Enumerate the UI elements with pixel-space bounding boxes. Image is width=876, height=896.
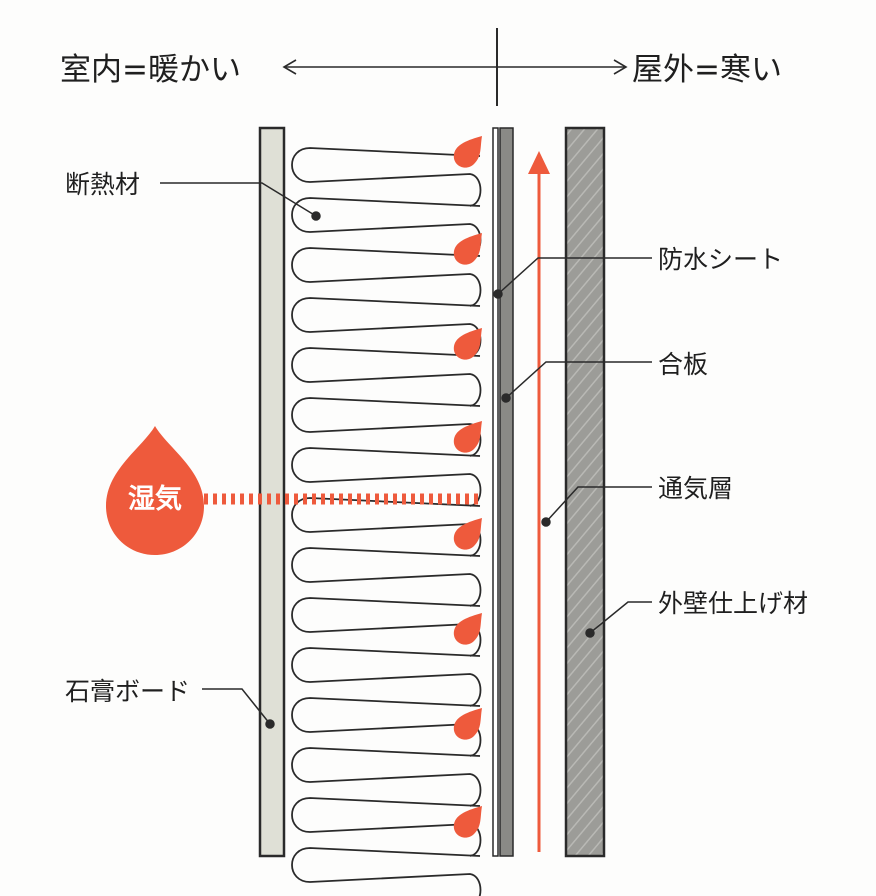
gypsum-board xyxy=(258,126,286,858)
waterproof-sheet-label: 防水シート xyxy=(658,245,783,274)
leader-lines xyxy=(160,182,652,729)
condensation-drop-icon xyxy=(453,136,482,168)
exterior-finish-label: 外壁仕上げ材 xyxy=(658,589,808,618)
condensation-drop-icon xyxy=(453,806,482,838)
double-arrow-icon xyxy=(282,59,628,75)
condensation-drops xyxy=(453,136,482,838)
plywood-layer xyxy=(499,127,514,857)
condensation-drop-icon xyxy=(453,233,482,265)
insulation-coils xyxy=(291,147,482,896)
moisture-label: 湿気 xyxy=(128,483,182,515)
plywood-label: 合板 xyxy=(658,350,708,379)
air-layer-label: 通気層 xyxy=(658,474,733,503)
insulation-coil-path xyxy=(291,147,482,896)
condensation-drop-icon xyxy=(453,708,482,740)
condensation-drop-icon xyxy=(453,518,482,550)
airflow-arrow-icon xyxy=(528,151,550,852)
waterproof-sheet xyxy=(492,127,499,857)
moisture-drop-icon xyxy=(106,426,204,555)
condensation-drop-icon xyxy=(453,613,482,645)
insulation-label: 断熱材 xyxy=(65,170,140,199)
exterior-finish-panel xyxy=(564,126,606,858)
condensation-drop-icon xyxy=(453,328,482,360)
outdoor-cold-label: 屋外=寒い xyxy=(632,52,782,88)
gypsum-board-label: 石膏ボード xyxy=(65,677,190,706)
condensation-drop-icon xyxy=(453,421,482,453)
indoor-warm-label: 室内=暖かい xyxy=(60,52,241,88)
